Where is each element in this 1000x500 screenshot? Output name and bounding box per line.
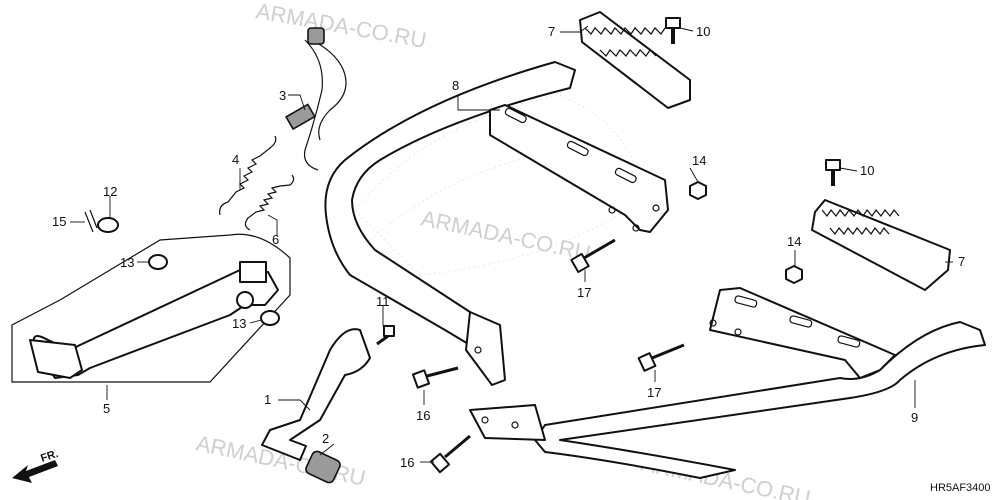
leader-lines: [70, 25, 953, 463]
callout-7-right: 7: [958, 254, 965, 269]
callout-5: 5: [103, 401, 110, 416]
bolt-16-lower: [429, 434, 471, 474]
bolt-10-right: [825, 159, 841, 186]
callout-9: 9: [911, 410, 918, 425]
callout-16-upper: 16: [416, 408, 430, 423]
callout-17-upper: 17: [577, 285, 591, 300]
watermark-top: ARMADA-CO.RU: [254, 0, 428, 53]
callout-17-lower: 17: [647, 385, 661, 400]
stop-switch-spring: [244, 174, 295, 231]
collar-13-lower: [260, 310, 280, 326]
callout-1: 1: [264, 392, 271, 407]
nut-14-upper: [689, 181, 707, 200]
callout-4: 4: [232, 152, 239, 167]
collar-13-upper: [148, 254, 168, 270]
callout-10-top: 10: [696, 24, 710, 39]
diagram-code: HR5AF3400: [930, 482, 991, 494]
front-arrow: FR.: [12, 448, 60, 483]
callout-7-top: 7: [548, 24, 555, 39]
return-spring: [219, 135, 277, 216]
callout-2: 2: [322, 431, 329, 446]
brake-pedal-assembly: [11, 233, 291, 383]
step-frame-left: [324, 61, 669, 386]
footrest-top: [579, 11, 691, 109]
callout-14-lower: 14: [787, 234, 801, 249]
brake-light-switch: [285, 27, 347, 171]
bolt-17-lower: [637, 343, 685, 372]
pedal-rubber: [305, 450, 341, 484]
cotter-pin-15: [84, 209, 98, 233]
nut-14-lower: [785, 265, 803, 284]
footrest-bottom: [811, 199, 951, 291]
callout-3: 3: [279, 88, 286, 103]
bolt-16-upper: [411, 366, 459, 389]
callout-12: 12: [103, 184, 117, 199]
callout-8: 8: [452, 78, 459, 93]
step-frame-right: [469, 287, 986, 479]
watermark-center: ARMADA-CO.RU: [419, 205, 593, 265]
callout-15: 15: [52, 214, 66, 229]
front-label: FR.: [39, 448, 60, 465]
callout-11: 11: [376, 294, 390, 309]
callout-13-upper: 13: [120, 255, 134, 270]
callout-14-upper: 14: [692, 153, 706, 168]
callout-13-lower: 13: [232, 316, 246, 331]
bolt-11: [376, 325, 395, 346]
bolt-10-top: [665, 17, 681, 44]
callout-10-right: 10: [860, 163, 874, 178]
callout-6: 6: [272, 232, 279, 247]
brake-pedal-arm: [261, 328, 371, 461]
washer-12: [97, 217, 119, 233]
bolt-17-upper: [570, 238, 616, 274]
callout-16-lower: 16: [400, 455, 414, 470]
